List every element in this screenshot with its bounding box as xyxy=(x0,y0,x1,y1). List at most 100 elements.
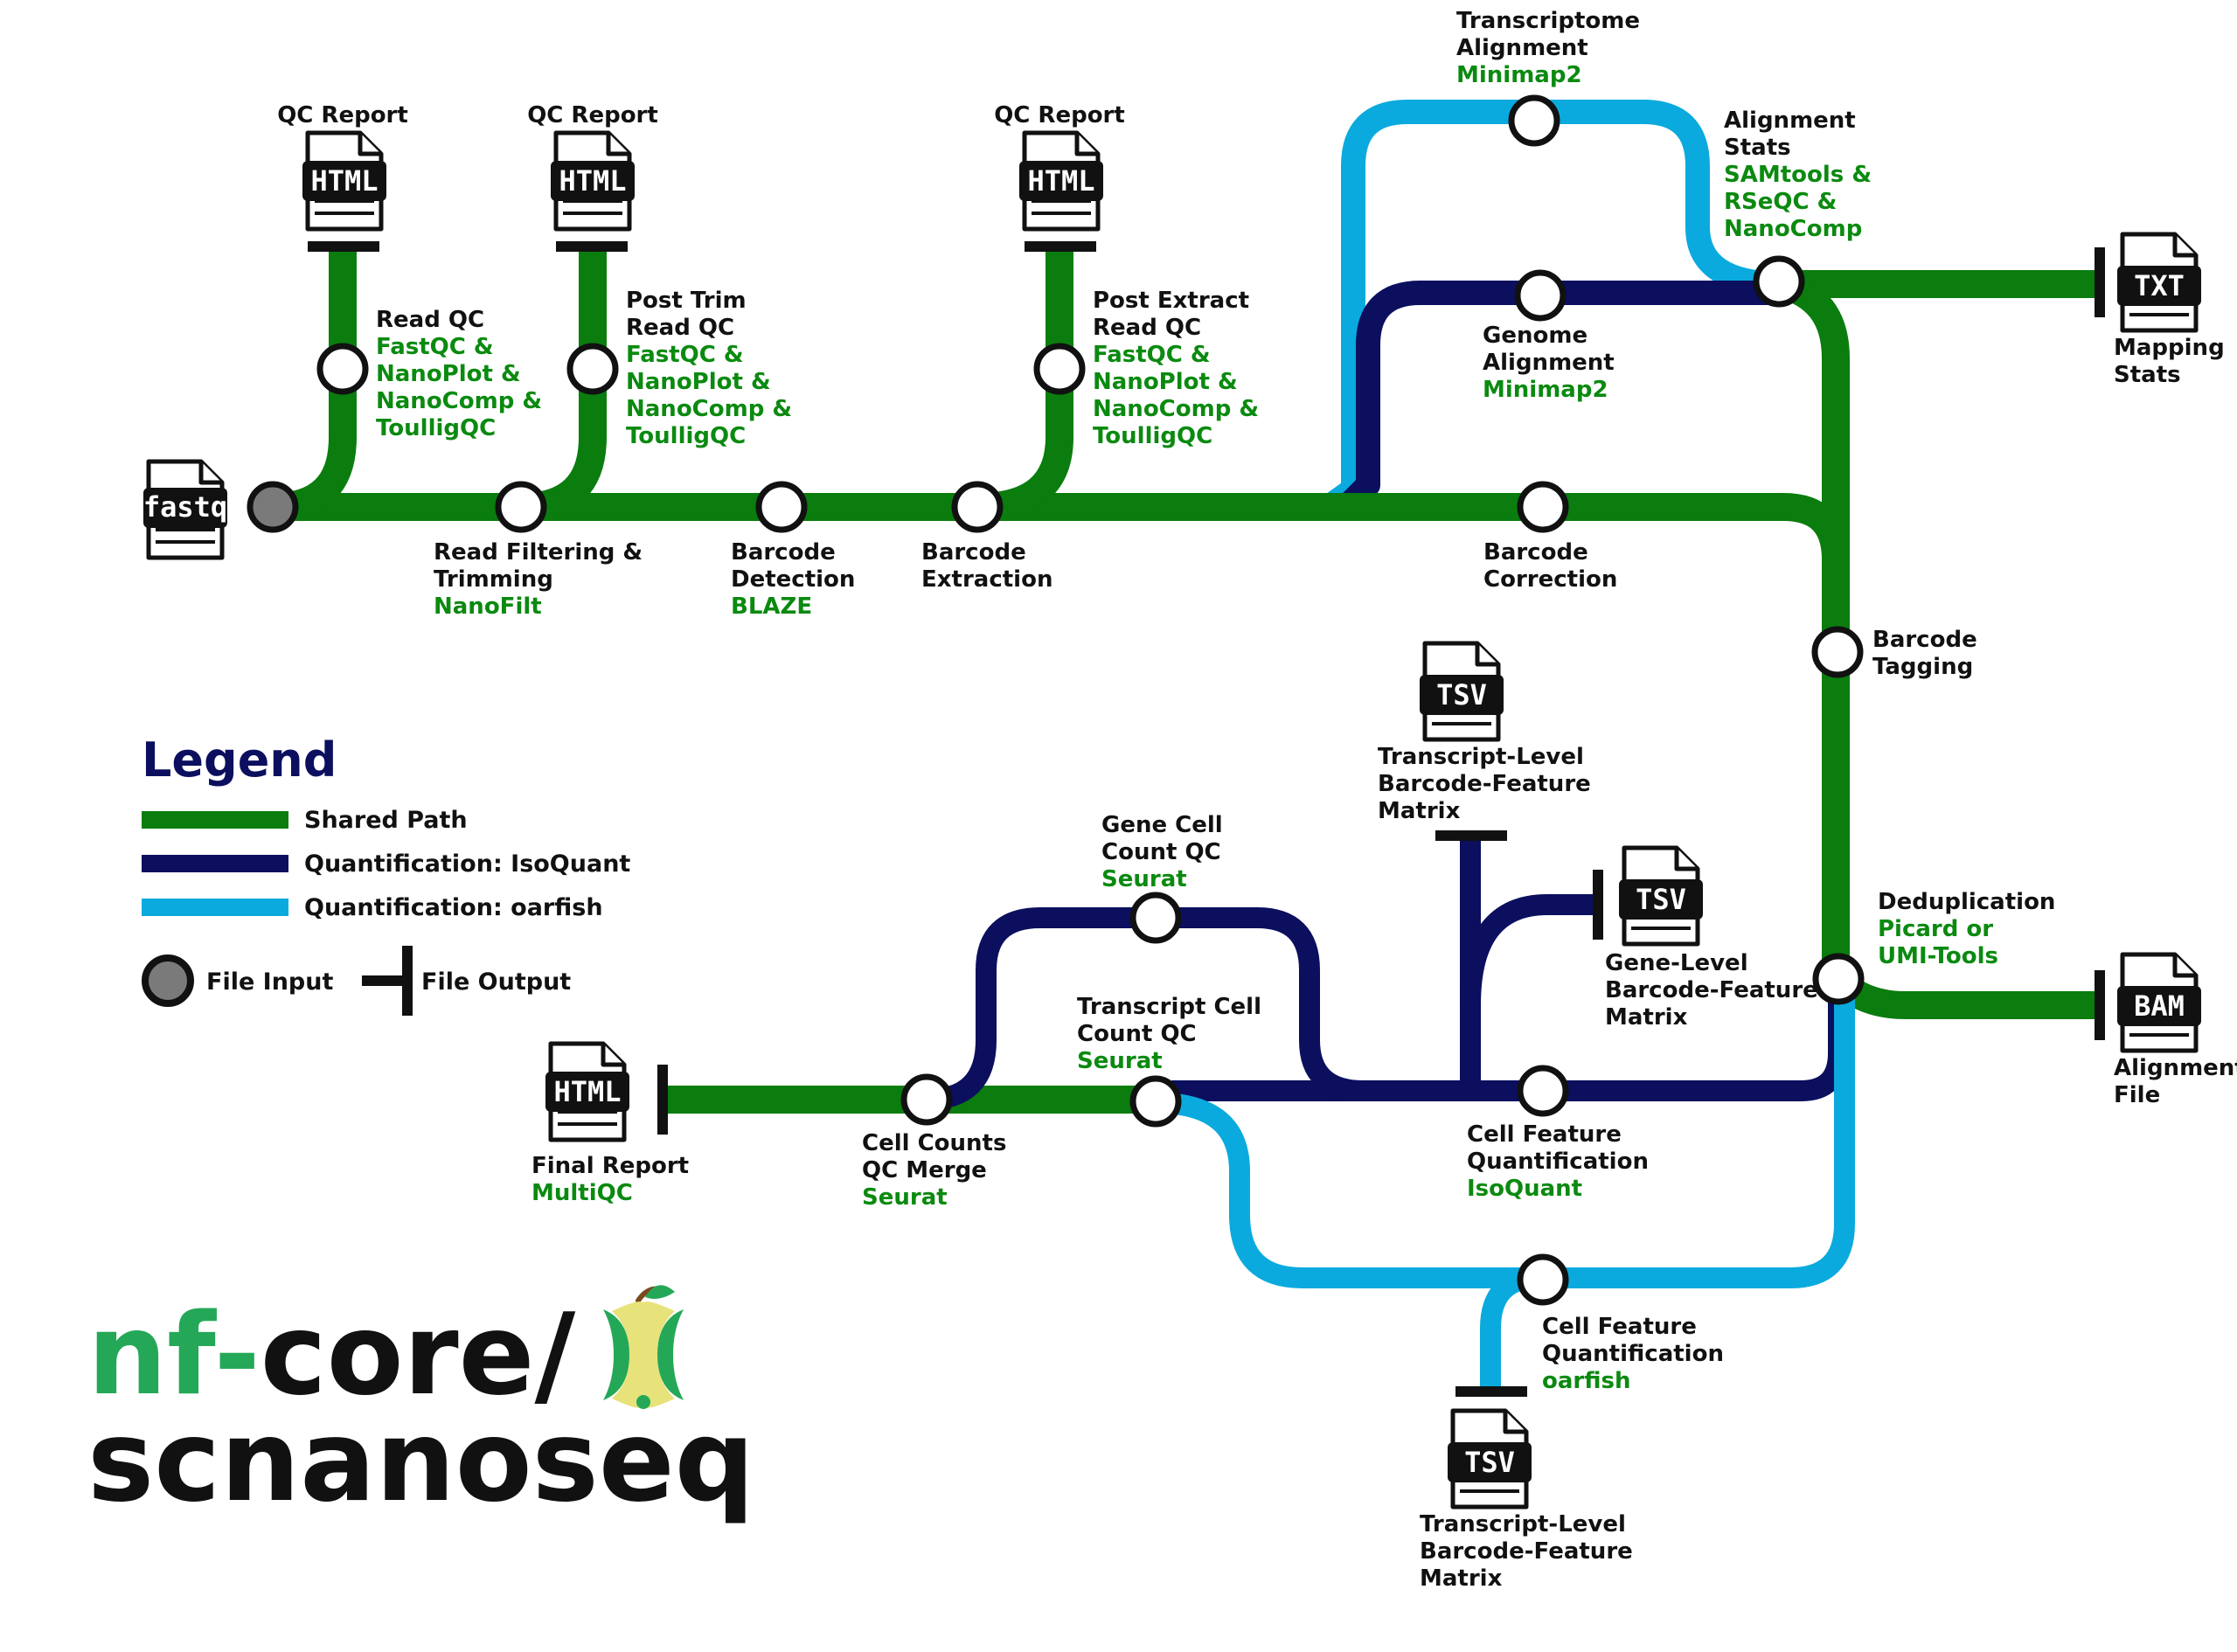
output-bar-transcript-oarfish xyxy=(1455,1386,1527,1397)
label-alignment-file-name-line: Alignment xyxy=(2114,1055,2237,1081)
label-qc-report-2-name-line: QC Report xyxy=(527,102,658,128)
label-post-trim-tool-line: NanoComp & xyxy=(626,396,792,422)
label-post-extract-name-line: Post Extract xyxy=(1093,288,1249,314)
output-bar-post-extract xyxy=(1025,241,1096,252)
label-alignment-stats-tool-line: RSeQC & xyxy=(1724,189,1837,215)
svg-text:nf-core/: nf-core/ xyxy=(87,1290,575,1420)
label-post-extract-name-line: Read QC xyxy=(1093,315,1201,341)
label-alignment-stats-name-line: Stats xyxy=(1724,135,1791,161)
station-read-qc xyxy=(316,343,369,395)
station-barcode-correction xyxy=(1517,481,1569,533)
label-gene-cell-qc-tool-line: Seurat xyxy=(1101,866,1187,892)
label-mapping-stats-name-line: Stats xyxy=(2114,362,2181,388)
label-alignment-stats-tool-line: NanoComp xyxy=(1724,216,1862,242)
svg-text:HTML: HTML xyxy=(559,164,626,198)
bam-file-icon: BAM xyxy=(2117,954,2201,1051)
label-barcode-tagging-name-line: Barcode xyxy=(1872,627,1977,653)
station-post-trim-qc xyxy=(566,343,619,395)
legend-title: Legend xyxy=(142,732,337,788)
label-qc-report-3: QC Report xyxy=(994,102,1125,128)
label-read-qc-tool-line: NanoPlot & xyxy=(376,361,521,387)
label-cell-counts-merge-name-line: Cell Counts xyxy=(862,1130,1006,1156)
label-barcode-correction-name-line: Correction xyxy=(1483,566,1617,593)
html-file-icon-read-qc: HTML xyxy=(302,133,386,229)
legend-label-isoquant: Quantification: IsoQuant xyxy=(304,850,630,878)
label-barcode-detection-tool-line: BLAZE xyxy=(731,593,812,620)
label-alignment-stats-tool-line: SAMtools & xyxy=(1724,162,1872,188)
label-transcript-cell-qc-name-line: Count QC xyxy=(1077,1021,1197,1047)
output-bar-final-report xyxy=(657,1065,668,1135)
label-post-trim-tool-line: NanoPlot & xyxy=(626,369,771,395)
label-genome-alignment-name-line: Genome xyxy=(1483,323,1587,349)
svg-text:TSV: TSV xyxy=(1436,678,1487,711)
label-genome-alignment-name-line: Alignment xyxy=(1483,350,1615,376)
isoquant-gene-qc-loop xyxy=(926,907,1365,1110)
isoquant-upper-route xyxy=(1337,281,1783,516)
svg-text:TXT: TXT xyxy=(2134,269,2185,302)
html-file-icon-final-report: HTML xyxy=(545,1044,629,1140)
label-cell-counts-merge-tool-line: Seurat xyxy=(862,1184,948,1211)
svg-text:BAM: BAM xyxy=(2134,989,2185,1023)
label-cell-feature-isoquant-name-line: Cell Feature xyxy=(1467,1121,1622,1148)
logo-scnanoseq: scnanoseq xyxy=(87,1397,754,1527)
html-file-icon-post-extract: HTML xyxy=(1019,133,1103,229)
legend-file-output-bar xyxy=(402,946,413,1016)
label-read-qc-name-line: Read QC xyxy=(376,307,484,333)
label-qc-report-1: QC Report xyxy=(277,102,408,128)
label-final-report-tool-line: MultiQC xyxy=(531,1180,633,1206)
station-barcode-extraction xyxy=(951,481,1004,533)
label-alignment-stats-name-line: Alignment xyxy=(1724,108,1856,134)
label-read-filtering-name-line: Read Filtering & xyxy=(434,539,643,566)
station-deduplication xyxy=(1812,953,1865,1005)
output-bar-gene-isoquant xyxy=(1593,870,1603,940)
output-bar-bam xyxy=(2095,970,2105,1040)
svg-text:TSV: TSV xyxy=(1464,1446,1515,1479)
output-bar-mapping xyxy=(2095,247,2105,317)
label-post-extract-tool-line: NanoComp & xyxy=(1093,396,1259,422)
legend-swatch-shared xyxy=(142,811,288,829)
label-transcript-matrix-isoquant-name-line: Transcript-Level xyxy=(1378,744,1584,770)
nf-core-logo: nf-core/ scnanoseq xyxy=(87,1285,754,1527)
legend: Legend Shared Path Quantification: IsoQu… xyxy=(142,732,630,1016)
label-deduplication-tool-line: Picard or xyxy=(1878,916,1993,942)
label-gene-cell-qc-name-line: Gene Cell xyxy=(1101,812,1223,838)
label-post-extract-tool-line: ToulligQC xyxy=(1093,423,1212,449)
label-deduplication-tool-line: UMI-Tools xyxy=(1878,943,1998,969)
legend-label-file-output: File Output xyxy=(421,968,571,996)
label-read-filtering-name-line: Trimming xyxy=(434,566,553,593)
station-cell-feature-isoquant xyxy=(1517,1065,1569,1117)
station-cell-feature-oarfish xyxy=(1517,1253,1569,1306)
label-transcript-matrix-isoquant-name-line: Barcode-Feature xyxy=(1378,771,1591,797)
label-mapping-stats-name-line: Mapping xyxy=(2114,335,2225,361)
label-read-qc-tool-line: ToulligQC xyxy=(376,415,496,441)
label-read-filtering-tool-line: NanoFilt xyxy=(434,593,542,620)
label-cell-feature-isoquant-tool-line: IsoQuant xyxy=(1467,1176,1582,1202)
label-transcript-cell-qc-tool-line: Seurat xyxy=(1077,1048,1163,1074)
station-transcript-cell-qc xyxy=(1129,1075,1182,1128)
isoquant-gene-output xyxy=(1460,894,1600,1006)
label-barcode-extraction-name-line: Extraction xyxy=(921,566,1053,593)
bam-output-branch xyxy=(1828,968,2098,1019)
label-alignment-file-name-line: File xyxy=(2114,1082,2160,1108)
label-post-extract-tool-line: FastQC & xyxy=(1093,342,1211,368)
label-transcriptome-alignment-name-line: Transcriptome xyxy=(1456,8,1640,34)
label-barcode-detection-name-line: Barcode xyxy=(731,539,836,566)
label-qc-report-1-name-line: QC Report xyxy=(277,102,408,128)
apple-core-icon xyxy=(603,1285,684,1409)
legend-swatch-isoquant xyxy=(142,855,288,872)
